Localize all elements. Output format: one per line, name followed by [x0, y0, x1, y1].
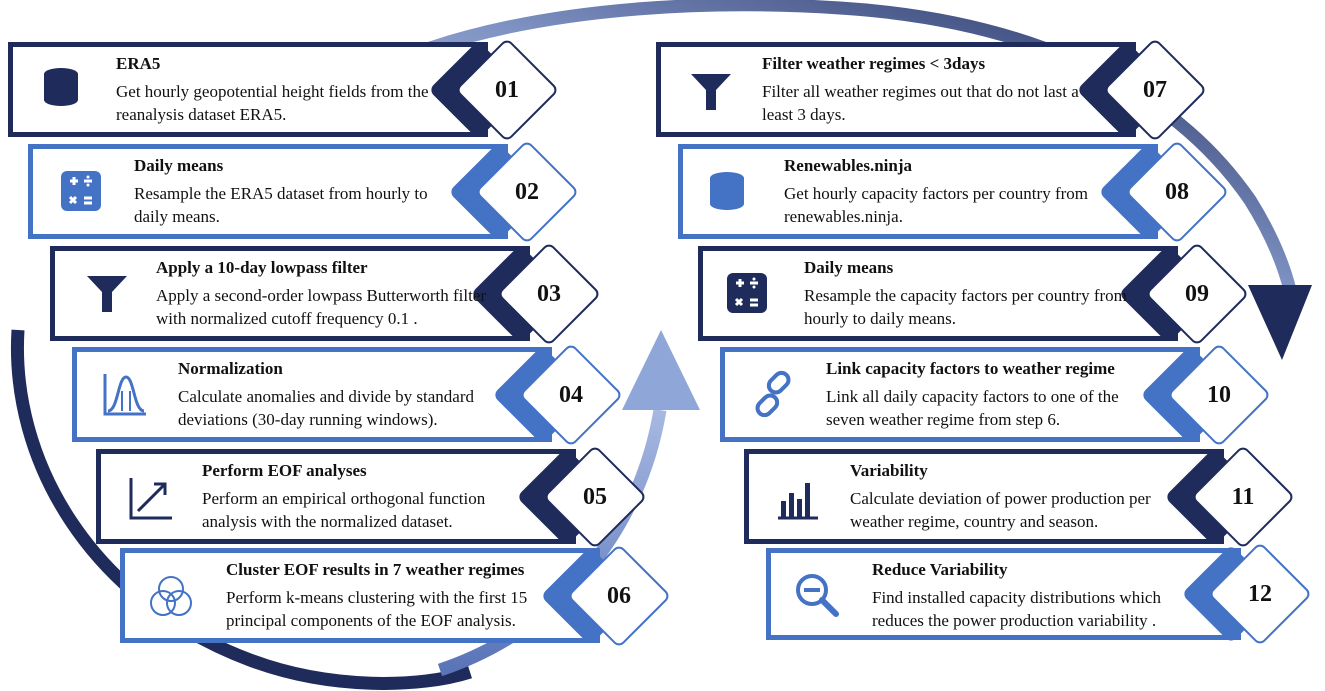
step-title: Filter weather regimes < 3days	[762, 54, 986, 73]
step-description: Filter all weather regimes out that do n…	[762, 82, 1079, 124]
step-card	[120, 548, 600, 643]
step-number: 07	[1143, 77, 1167, 103]
step-description: Resample the capacity factors per countr…	[804, 286, 1127, 328]
step-10: 10 Link capacity factors to weather regi…	[720, 342, 1280, 448]
step-01: 01 ERA5 Get hourly geopotential height f…	[8, 37, 568, 143]
step-description: Resample the ERA5 dataset from hourly to…	[134, 184, 428, 226]
filter-icon	[686, 66, 736, 116]
step-title: Daily means	[134, 156, 224, 175]
step-05: 05 Perform EOF analyses Perform an empir…	[96, 444, 656, 550]
link-icon	[748, 369, 798, 419]
step-title: Variability	[850, 461, 928, 480]
step-card	[766, 548, 1241, 640]
step-02: 02 Daily means Resample the ERA5 dataset…	[28, 139, 588, 245]
center-up-arrowhead	[622, 330, 700, 410]
step-number: 03	[537, 281, 561, 307]
step-number: 08	[1165, 179, 1189, 205]
bell-curve-icon	[100, 369, 150, 419]
step-title: Renewables.ninja	[784, 156, 912, 175]
step-card	[8, 42, 488, 137]
step-number: 12	[1248, 581, 1272, 607]
right-down-arrowhead	[1248, 285, 1312, 360]
trend-arrow-icon	[126, 473, 176, 523]
step-09: 09 Daily means Resample the capacity fac…	[698, 241, 1258, 347]
step-card	[720, 347, 1200, 442]
step-number: 04	[559, 382, 583, 408]
step-card	[656, 42, 1136, 137]
step-number: 05	[583, 484, 607, 510]
step-card	[744, 449, 1224, 544]
step-title: Link capacity factors to weather regime	[826, 359, 1115, 378]
filter-icon	[82, 268, 132, 318]
step-number: 01	[495, 77, 519, 103]
step-card	[72, 347, 552, 442]
step-number: 11	[1231, 484, 1255, 510]
step-12: 12 Reduce Variability Find installed cap…	[766, 541, 1321, 647]
step-title: Cluster EOF results in 7 weather regimes	[226, 560, 525, 579]
step-description: Find installed capacity distributions wh…	[872, 588, 1161, 630]
venn-icon	[146, 572, 196, 622]
bar-chart-icon	[772, 473, 822, 523]
zoom-out-icon	[792, 570, 842, 620]
step-08: 08 Renewables.ninja Get hourly capacity …	[678, 139, 1238, 245]
step-title: Normalization	[178, 359, 283, 378]
database-icon	[702, 166, 752, 216]
step-description: Get hourly geopotential height fields fr…	[116, 82, 429, 124]
calculator-icon	[722, 268, 772, 318]
step-description: Get hourly capacity factors per country …	[784, 184, 1088, 226]
step-04: 04 Normalization Calculate anomalies and…	[72, 342, 632, 448]
right-cycle-arc	[427, 0, 1297, 292]
step-title: Daily means	[804, 258, 894, 277]
step-description: Calculate anomalies and divide by standa…	[178, 387, 474, 429]
step-title: Reduce Variability	[872, 560, 1008, 579]
step-06: 06 Cluster EOF results in 7 weather regi…	[120, 543, 680, 649]
step-title: ERA5	[116, 54, 161, 73]
step-11: 11 Variability Calculate deviation of po…	[744, 444, 1304, 550]
step-03: 03 Apply a 10-day lowpass filter Apply a…	[50, 241, 610, 347]
calculator-icon	[56, 166, 106, 216]
step-number: 06	[607, 583, 631, 609]
step-number: 02	[515, 179, 539, 205]
step-description: Apply a second-order lowpass Butterworth…	[156, 286, 486, 328]
step-description: Perform k-means clustering with the firs…	[226, 588, 528, 630]
step-description: Link all daily capacity factors to one o…	[826, 387, 1119, 429]
step-07: 07 Filter weather regimes < 3days Filter…	[656, 37, 1216, 143]
step-title: Apply a 10-day lowpass filter	[156, 258, 368, 277]
step-number: 10	[1207, 382, 1231, 408]
step-card	[698, 246, 1178, 341]
step-description: Calculate deviation of power production …	[850, 489, 1151, 531]
step-description: Perform an empirical orthogonal function…	[202, 489, 486, 531]
database-icon	[36, 62, 86, 112]
step-title: Perform EOF analyses	[202, 461, 367, 480]
step-number: 09	[1185, 281, 1209, 307]
